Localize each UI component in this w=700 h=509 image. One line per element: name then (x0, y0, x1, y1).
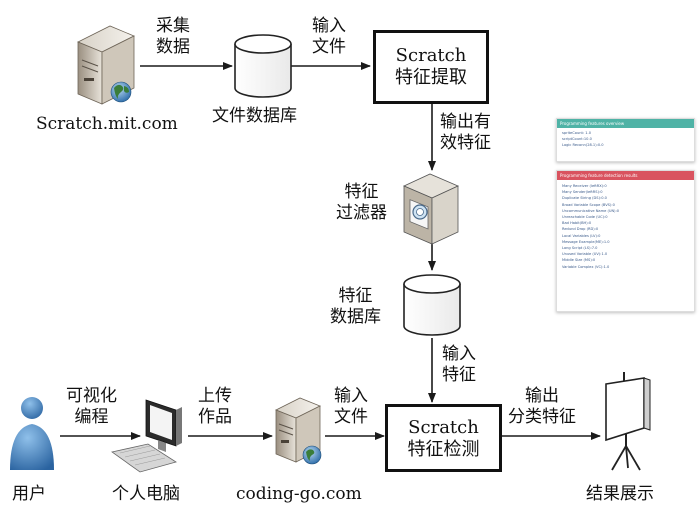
feature-filter-label-line-2: 过滤器 (336, 203, 387, 223)
edge-label-input-features: 输入 特征 (442, 344, 476, 386)
detection-line: Duplicate String (DS):0.0 (562, 196, 607, 201)
edge-label-collect-data-line-2: 数据 (156, 37, 190, 57)
detection-line: Local Variables (LV):0 (562, 233, 601, 238)
overview-line: scriptCount:10.0 (562, 137, 592, 142)
overview-line: spriteCount: 1.0 (562, 131, 591, 135)
scratch-server-label: Scratch.mit.com (36, 114, 178, 134)
feature-extraction-line-1: Scratch (395, 45, 467, 66)
pc-label: 个人电脑 (112, 484, 180, 504)
edge-label-upload-work-line-2: 作品 (198, 407, 232, 427)
detection-line: Message Example(ME):1.0 (562, 239, 610, 244)
edge-label-visual-programming: 可视化 编程 (66, 386, 117, 428)
edge-label-output-valid-features-line-2: 效特征 (440, 133, 491, 153)
detection-line: Broad Variable Scope (BVS):0 (562, 202, 615, 207)
feature-database-label-line-1: 特征 (338, 286, 373, 306)
coding-server-icon (275, 397, 322, 465)
edge-label-collect-data-line-1: 采集 (156, 16, 190, 36)
edge-label-upload-work: 上传 作品 (198, 386, 232, 428)
edge-label-input-file-top: 输入 文件 (312, 16, 346, 58)
detection-line: Long Script (LS):7.0 (562, 246, 598, 251)
feature-extraction-box: Scratch 特征提取 (373, 30, 489, 104)
overview-panel: Programming features overview spriteCoun… (556, 118, 695, 162)
feature-detection-line-1: Scratch (408, 417, 479, 438)
edge-label-input-features-line-2: 特征 (442, 365, 476, 385)
user-icon (10, 397, 54, 470)
edge-label-output-valid-features-line-1: 输出有 (440, 112, 491, 132)
detection-line: Unreachable Code (UC):0 (562, 215, 608, 220)
edge-label-collect-data: 采集 数据 (156, 16, 190, 58)
edge-label-input-file-top-line-2: 文件 (312, 37, 346, 57)
feature-database-label: 特征 数据库 (330, 286, 381, 328)
feature-filter-label: 特征 过滤器 (336, 182, 387, 224)
feature-filter-icon (403, 173, 459, 245)
detection-panel: Programming feature detection results Ma… (556, 170, 695, 312)
detection-line: Bad Habit(BH):0 (562, 221, 592, 226)
coding-server-label: coding-go.com (236, 484, 362, 504)
edge-label-output-class-features: 输出 分类特征 (508, 386, 576, 428)
detection-line: Many Receiver (leftRX):0 (562, 184, 607, 188)
detection-line: Many Sender(leftRS):0 (562, 190, 603, 195)
detection-panel-body: Many Receiver (leftRX):0 Many Sender(lef… (557, 180, 694, 270)
edge-label-upload-work-line-1: 上传 (198, 386, 232, 406)
overview-panel-header: Programming features overview (557, 119, 694, 128)
detection-panel-header: Programming feature detection results (557, 171, 694, 180)
file-database-icon (234, 34, 292, 98)
edge-label-visual-programming-line-1: 可视化 (66, 386, 117, 406)
overview-panel-body: spriteCount: 1.0 scriptCount:10.0 Logic … (557, 128, 694, 149)
detection-line: Variable Complex (VC):1.0 (562, 264, 610, 269)
edge-label-input-file-bottom: 输入 文件 (334, 386, 368, 428)
edge-label-input-file-top-line-1: 输入 (312, 16, 346, 36)
scratch-server-icon (77, 25, 135, 105)
user-label: 用户 (12, 484, 46, 504)
pc-icon (111, 399, 182, 473)
edge-label-input-file-bottom-line-1: 输入 (334, 386, 368, 406)
feature-database-icon (403, 274, 461, 336)
result-display-label: 结果展示 (586, 484, 654, 504)
edge-label-input-features-line-1: 输入 (442, 344, 476, 364)
file-database-label: 文件数据库 (212, 106, 297, 126)
edge-label-output-class-features-line-2: 分类特征 (508, 407, 576, 427)
edge-label-visual-programming-line-2: 编程 (74, 407, 109, 427)
feature-extraction-line-2: 特征提取 (395, 67, 467, 88)
edge-label-output-valid-features: 输出有 效特征 (440, 112, 491, 154)
edge-label-input-file-bottom-line-2: 文件 (334, 407, 368, 427)
feature-detection-box: Scratch 特征检测 (385, 404, 502, 472)
edge-label-output-class-features-line-1: 输出 (525, 386, 559, 406)
overview-line: Logic Reconn(28.1):0.0 (562, 143, 604, 148)
feature-detection-line-2: 特征检测 (407, 439, 480, 460)
detection-line: Unused Variable (UV):1.0 (562, 252, 608, 257)
feature-filter-label-line-1: 特征 (344, 182, 379, 202)
detection-line: Uncommunicative Name (UN):0 (562, 208, 620, 213)
feature-database-label-line-2: 数据库 (330, 307, 381, 327)
detection-line: Middle Size (MS):0 (562, 258, 596, 263)
projection-screen-icon (605, 372, 651, 471)
detection-line: Redund Drop (RD):0 (562, 227, 599, 232)
